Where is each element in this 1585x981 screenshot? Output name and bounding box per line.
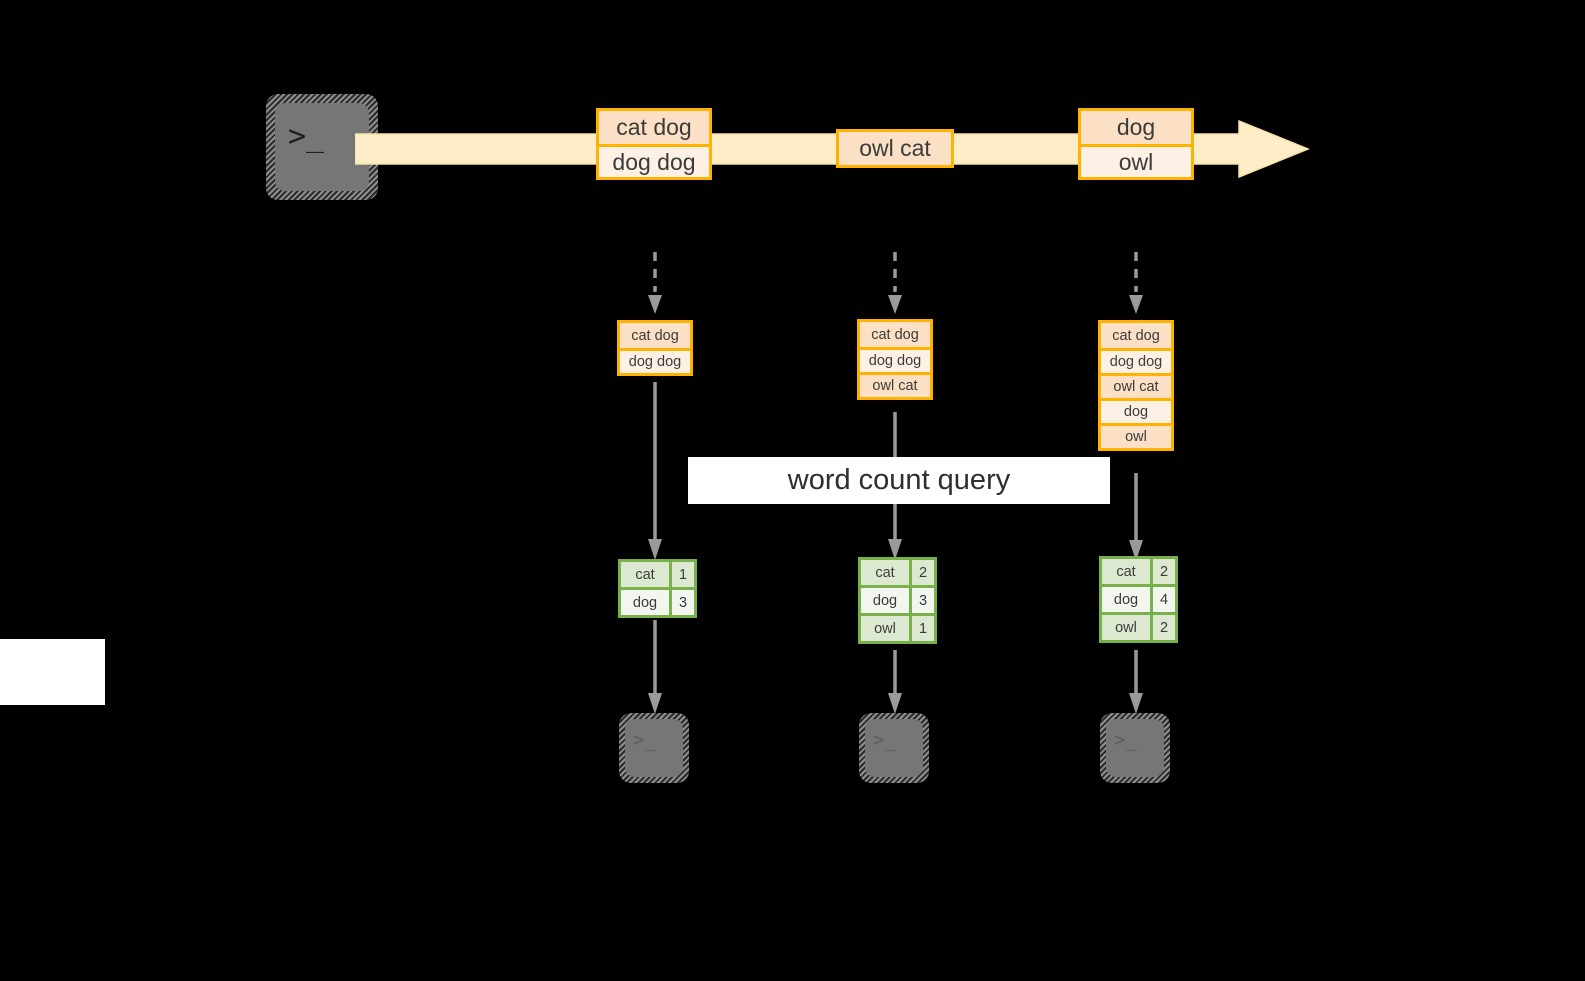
result-count: 2 [909, 560, 934, 585]
terminal-prompt-glyph: >_ [873, 729, 896, 751]
table-row: cat 2 [861, 560, 934, 585]
query-caption: word count query [688, 457, 1110, 504]
terminal-face [625, 719, 683, 777]
snapshot-3-input-line-2: dog dog [1101, 348, 1171, 373]
table-row: dog 3 [861, 585, 934, 613]
snapshot-1-sink-terminal-icon: >_ [619, 713, 689, 783]
result-word: owl [1102, 615, 1150, 640]
stream-event-1[interactable]: cat dog dog dog [596, 108, 712, 180]
connector-query-1 [647, 382, 663, 562]
snapshot-1-input-line-1: cat dog [620, 323, 690, 348]
stream-event-1-line-1: cat dog [599, 111, 709, 144]
stream-event-1-line-2: dog dog [599, 144, 709, 177]
terminal-face [1106, 719, 1164, 777]
result-count: 1 [669, 562, 694, 587]
snapshot-3-input[interactable]: cat dog dog dog owl cat dog owl [1098, 320, 1174, 451]
snapshot-3-input-line-1: cat dog [1101, 323, 1171, 348]
snapshot-2-sink-terminal-icon: >_ [859, 713, 929, 783]
result-word: cat [621, 562, 669, 587]
terminal-prompt-glyph: >_ [633, 729, 656, 751]
result-count: 2 [1150, 559, 1175, 584]
result-count: 1 [909, 616, 934, 641]
snapshot-2-input[interactable]: cat dog dog dog owl cat [857, 319, 933, 400]
result-word: owl [861, 616, 909, 641]
caption-background-shim [0, 639, 105, 705]
result-word: dog [861, 588, 909, 613]
result-count: 2 [1150, 615, 1175, 640]
stream-event-3-line-1: dog [1081, 111, 1191, 144]
snapshot-2-input-line-1: cat dog [860, 322, 930, 347]
snapshot-3-input-line-4: dog [1101, 398, 1171, 423]
connector-result-to-sink-3 [1128, 650, 1144, 716]
snapshot-2-result-table[interactable]: cat 2 dog 3 owl 1 [858, 557, 937, 644]
connector-query-3 [1128, 473, 1144, 563]
connector-result-to-sink-2 [887, 650, 903, 716]
snapshot-3-input-line-3: owl cat [1101, 373, 1171, 398]
stream-event-3-line-2: owl [1081, 144, 1191, 177]
table-row: owl 2 [1102, 612, 1175, 640]
connector-stream-to-snapshot-2 [887, 252, 903, 318]
snapshot-3-sink-terminal-icon: >_ [1100, 713, 1170, 783]
snapshot-1-input[interactable]: cat dog dog dog [617, 320, 693, 376]
terminal-prompt-glyph: >_ [1114, 729, 1137, 751]
connector-result-to-sink-1 [647, 620, 663, 716]
connector-stream-to-snapshot-1 [647, 252, 663, 318]
result-word: dog [1102, 587, 1150, 612]
snapshot-2-input-line-3: owl cat [860, 372, 930, 397]
terminal-face [865, 719, 923, 777]
stream-event-2[interactable]: owl cat [836, 129, 954, 168]
connector-stream-to-snapshot-3 [1128, 252, 1144, 318]
result-count: 4 [1150, 587, 1175, 612]
table-row: cat 2 [1102, 559, 1175, 584]
stream-event-3[interactable]: dog owl [1078, 108, 1194, 180]
snapshot-3-input-line-5: owl [1101, 423, 1171, 448]
table-row: cat 1 [621, 562, 694, 587]
table-row: dog 4 [1102, 584, 1175, 612]
query-caption-label: word count query [787, 464, 1011, 496]
snapshot-3-result-table[interactable]: cat 2 dog 4 owl 2 [1099, 556, 1178, 643]
result-word: cat [861, 560, 909, 585]
result-word: cat [1102, 559, 1150, 584]
result-word: dog [621, 590, 669, 615]
snapshot-2-input-line-2: dog dog [860, 347, 930, 372]
stream-arrow [355, 118, 1315, 180]
terminal-face [275, 103, 369, 191]
table-row: dog 3 [621, 587, 694, 615]
stream-event-2-line-1: owl cat [839, 132, 951, 165]
table-row: owl 1 [861, 613, 934, 641]
result-count: 3 [909, 588, 934, 613]
snapshot-1-result-table[interactable]: cat 1 dog 3 [618, 559, 697, 618]
result-count: 3 [669, 590, 694, 615]
terminal-prompt-glyph: >_ [288, 119, 325, 154]
snapshot-1-input-line-2: dog dog [620, 348, 690, 373]
